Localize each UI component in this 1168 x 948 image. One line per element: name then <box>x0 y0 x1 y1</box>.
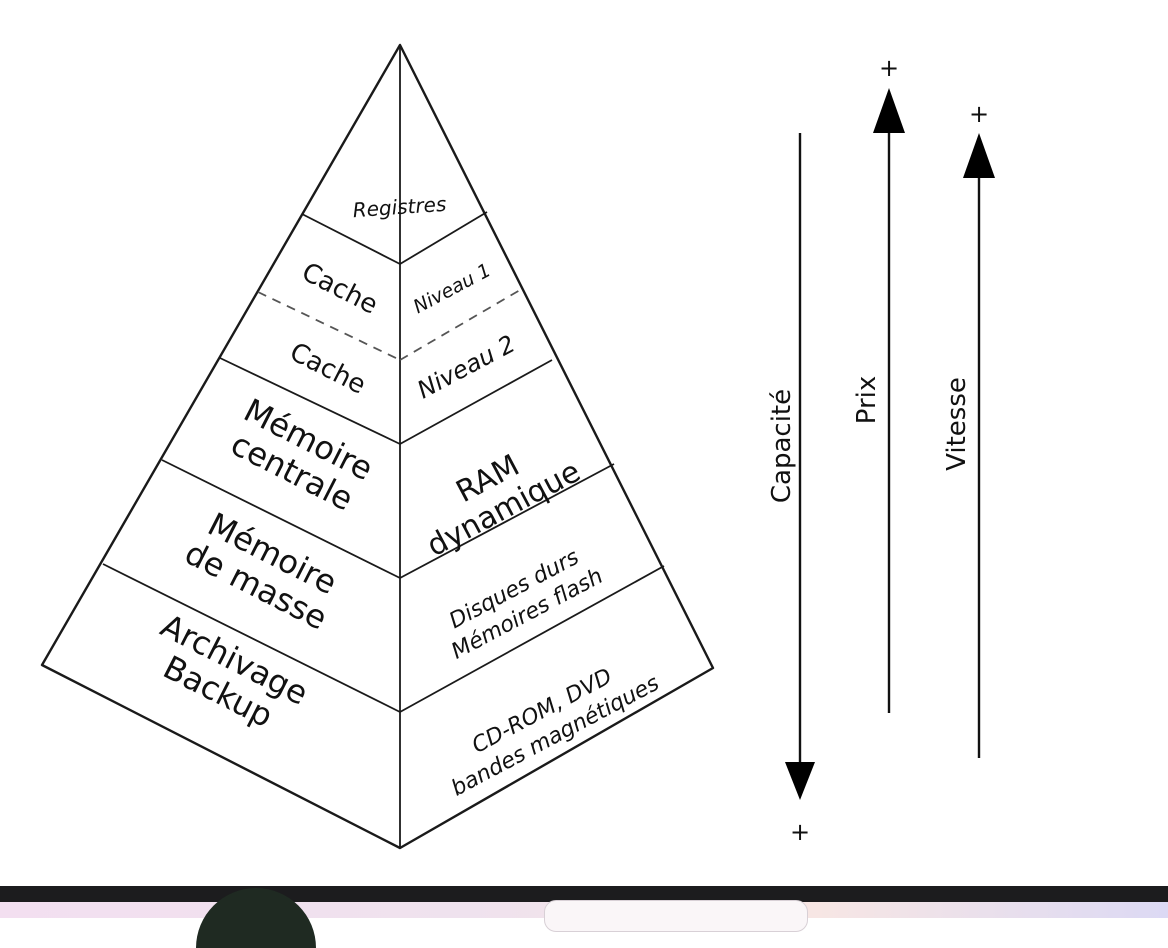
label-cache-l1: Cache <box>297 257 383 320</box>
label-cache-l2: Cache <box>285 337 371 400</box>
label-registers: Registres <box>352 192 447 222</box>
address-pill[interactable] <box>544 900 808 932</box>
divider-left-cache-dashed <box>257 291 401 361</box>
divider-left-registers <box>301 213 401 265</box>
divider-left-main <box>161 459 401 579</box>
divider-right-mass <box>399 565 665 713</box>
speed-arrow-head <box>963 133 995 178</box>
price-axis: + Prix <box>852 54 905 713</box>
divider-right-registers <box>399 211 488 265</box>
label-level2: Niveau 2 <box>413 330 520 405</box>
divider-left-mass <box>102 563 401 713</box>
price-plus-sign: + <box>879 54 899 82</box>
left-face-labels: Cache Cache Mémoire centrale Mémoire de … <box>155 257 383 735</box>
capacity-arrow-head <box>785 762 815 800</box>
price-arrow-head <box>873 88 905 133</box>
bottom-system-bar <box>0 886 1168 948</box>
capacity-label: Capacité <box>767 389 797 503</box>
divider-right-main <box>399 463 615 579</box>
label-level1: Niveau 1 <box>410 259 495 318</box>
pyramid <box>40 43 715 850</box>
capacity-plus-sign: + <box>790 818 810 846</box>
memory-hierarchy-diagram: Cache Cache Mémoire centrale Mémoire de … <box>40 43 995 850</box>
divider-right-cache2 <box>399 359 553 445</box>
speed-axis: + Vitesse <box>942 100 995 758</box>
divider-left-cache2 <box>219 357 401 445</box>
capacity-axis: + Capacité <box>767 133 815 846</box>
bottom-dark-strip <box>0 886 1168 902</box>
price-label: Prix <box>852 376 882 425</box>
pyramid-outline <box>40 43 715 850</box>
speed-label: Vitesse <box>942 377 972 471</box>
divider-right-cache-dashed <box>399 289 521 361</box>
speed-plus-sign: + <box>969 100 989 128</box>
